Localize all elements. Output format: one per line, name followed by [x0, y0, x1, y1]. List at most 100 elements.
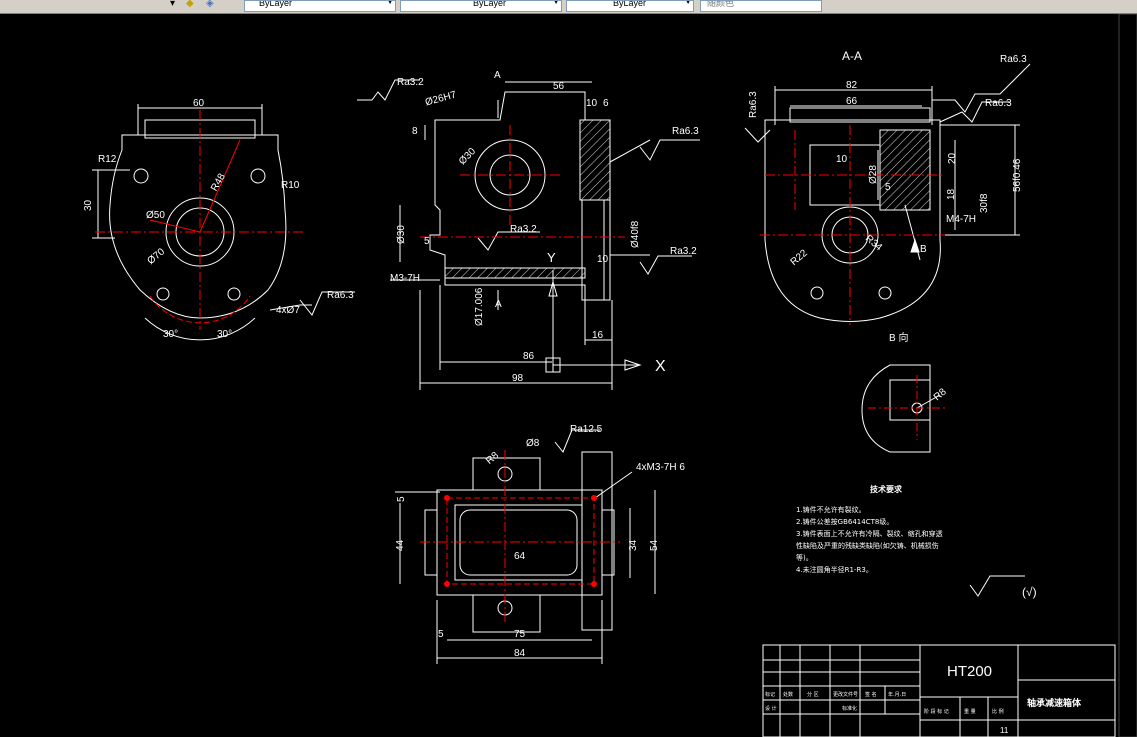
- holes-label: 4xØ7: [276, 305, 300, 316]
- chevron-down-icon[interactable]: ▼: [684, 0, 692, 6]
- ra-label: Ra6.3: [672, 126, 699, 137]
- plotstyle-combo[interactable]: 随颜色: [700, 0, 822, 12]
- dim-angle-1: 30°: [163, 329, 178, 340]
- section-a-top: A: [494, 70, 501, 81]
- linetype-combo-value: ByLayer: [473, 0, 507, 8]
- dim-75: 75: [514, 629, 526, 640]
- b-view-title: B 向: [889, 331, 908, 344]
- floor-hatch: [444, 267, 586, 279]
- wall-hatch-top: [579, 119, 611, 201]
- dim-d17: Ø17.006: [474, 287, 485, 326]
- roughness-symbol-icon: [939, 101, 1010, 123]
- left-view-centerlines: [95, 110, 305, 330]
- aa-outline: [764, 119, 941, 322]
- aa-view: [744, 63, 1031, 322]
- x-axis-label: X: [655, 358, 666, 375]
- hole-r12: [133, 168, 149, 184]
- aa-view-labels: A-A 82 Ra6.3 66 Ra6.3 Ra6.3 10 20 Ø28 5 …: [748, 49, 1027, 268]
- dim-6: 6: [603, 98, 609, 109]
- roughness-label: Ra6.3: [327, 290, 354, 301]
- ra-label: Ra6.3: [748, 91, 759, 118]
- roughness-symbol-icon: [554, 429, 600, 453]
- part-name: 轴承减速箱体: [1027, 697, 1082, 709]
- ra-label: Ra12.5: [570, 424, 603, 435]
- tb-cell: 处数: [783, 691, 793, 698]
- section-view-labels: Ra3.2 Ø26H7 A 56 10 6 8 Ø30 Ra6.3 Ø30 5 …: [390, 70, 699, 384]
- dim-60: 60: [193, 98, 205, 109]
- layer-states-icon[interactable]: ◆: [186, 0, 194, 9]
- y-axis-label: Y: [547, 250, 556, 265]
- dim-64: 64: [514, 551, 526, 562]
- aa-hole-left: [810, 286, 824, 300]
- bolt-hole: [444, 495, 450, 501]
- flange-outline: [109, 134, 287, 319]
- roughness-symbol-icon: [477, 231, 540, 251]
- dim-d50: Ø50: [146, 210, 165, 221]
- roughness-symbol-icon: [932, 63, 1031, 113]
- technical-notes: 技术要求 1.铸件不允许有裂纹。 2.铸件公差按GB6414CT8级。 3.铸件…: [796, 484, 943, 574]
- dim-98: 98: [512, 373, 524, 384]
- chevron-down-icon[interactable]: ▼: [552, 0, 560, 6]
- linetype-combo[interactable]: ByLayer ▼: [400, 0, 562, 12]
- shaft-bore: [581, 199, 605, 301]
- material-label: HT200: [947, 663, 992, 680]
- section-view-centerlines: [420, 125, 625, 238]
- bottom-ear: [472, 595, 541, 633]
- dim-5: 5: [424, 236, 430, 247]
- aa-wall-hatch: [879, 129, 931, 211]
- roughness-symbol-icon: [639, 255, 692, 275]
- section-a-bottom: A: [495, 299, 502, 310]
- radius-line: [199, 139, 241, 233]
- body-outline: [429, 91, 611, 301]
- drawing-svg[interactable]: 60 R12 R10 R48 30 Ø50 Ø70 30° 30° 4xØ7 R…: [0, 14, 1137, 737]
- layer-previous-icon[interactable]: ◈: [206, 0, 214, 9]
- plotstyle-combo-value: 随颜色: [707, 0, 735, 8]
- dim-d40: Ø40f8: [630, 220, 641, 248]
- dim-r22: R22: [789, 248, 810, 269]
- boss-inner: [489, 154, 531, 196]
- layer-combo[interactable]: ByLayer ▼: [244, 0, 396, 12]
- drawing-canvas[interactable]: 60 R12 R10 R48 30 Ø50 Ø70 30° 30° 4xØ7 R…: [0, 14, 1137, 737]
- notes-line-5: 等)。: [796, 553, 813, 562]
- lineweight-combo[interactable]: ByLayer ▼: [566, 0, 694, 12]
- right-boss: [581, 451, 613, 631]
- roughness-default-icon: [969, 575, 1025, 597]
- dropdown-arrow-icon[interactable]: ▾: [170, 0, 176, 9]
- leader: [594, 471, 633, 499]
- tb-cell: 更改文件号: [833, 691, 858, 698]
- hole-bl: [156, 287, 170, 301]
- dim-r12: R12: [98, 154, 117, 165]
- tb-cell: 标准化: [842, 705, 857, 712]
- drawing-content: 60 R12 R10 R48 30 Ø50 Ø70 30° 30° 4xØ7 R…: [83, 14, 1137, 737]
- dim-r34: R34: [863, 233, 884, 254]
- dim-r8: R8: [932, 386, 949, 403]
- tb-cell: 设 计: [765, 705, 777, 712]
- b-arrow-icon: [910, 238, 920, 253]
- angle-arc: [144, 317, 256, 341]
- bolt-hole: [591, 495, 597, 501]
- dim-8: 8: [412, 126, 418, 137]
- notes-line-3: 3.铸件表面上不允许有冷隔、裂纹、缩孔和穿透: [796, 529, 943, 538]
- vertical-scrollbar[interactable]: [1118, 14, 1137, 737]
- radius-line: [149, 219, 201, 233]
- b-view-boss: [889, 379, 931, 421]
- dim-84: 84: [514, 648, 526, 659]
- roughness-other-symbol: (√): [1022, 585, 1037, 599]
- ra-label: Ra3.2: [670, 246, 697, 257]
- chevron-down-icon[interactable]: ▼: [386, 0, 394, 6]
- dim-54: 54: [649, 539, 660, 551]
- b-view-labels: B 向 R8: [889, 331, 949, 403]
- dim-r10: R10: [281, 180, 300, 191]
- dim-10: 10: [586, 98, 598, 109]
- dim-20: 20: [947, 152, 958, 164]
- leader: [609, 139, 651, 163]
- dim-30: 30: [83, 199, 94, 211]
- bolt-hole: [444, 581, 450, 587]
- bolt-hole: [591, 581, 597, 587]
- notes-line-6: 4.未注圆角半径R1-R3。: [796, 565, 873, 574]
- dim-d30: Ø30: [396, 225, 407, 244]
- properties-toolbar: ▾ ◆ ◈ ByLayer ▼ ByLayer ▼ ByLayer ▼ 随颜色: [0, 0, 1137, 14]
- b-mark: B: [920, 244, 927, 255]
- bolt-pattern: [446, 497, 595, 585]
- dim-30: 30f8: [979, 193, 990, 213]
